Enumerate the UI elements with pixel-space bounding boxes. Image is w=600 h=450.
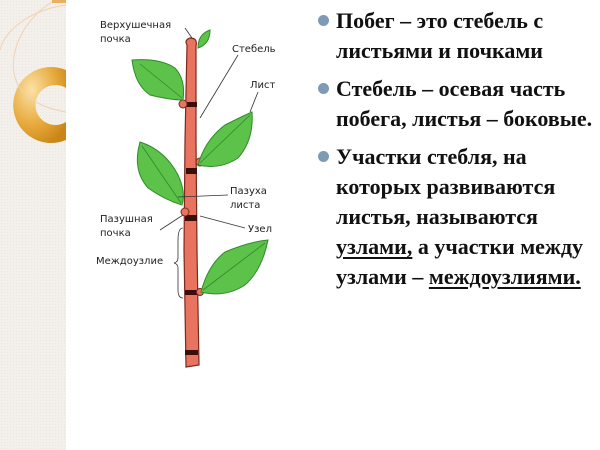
svg-text:почка: почка — [100, 228, 131, 239]
shoot-diagram: Верхушечная почка Стебель Лист Пазуха ли… — [96, 20, 276, 368]
term-nodes: узлами, — [336, 234, 413, 259]
label-node: Узел — [248, 224, 272, 235]
bullet-icon — [318, 15, 329, 26]
label-stem: Стебель — [232, 44, 276, 55]
bullet-icon — [318, 151, 329, 162]
label-leaf-axil: Пазуха — [230, 186, 267, 197]
node-band — [186, 168, 197, 174]
bullet-item: Участки стебля, на которых развиваются л… — [312, 142, 598, 292]
label-apical-bud: Верхушечная — [100, 20, 171, 31]
node-band — [185, 290, 198, 295]
decorative-ring-ornament — [0, 0, 66, 143]
node-band — [185, 215, 197, 221]
label-internode: Междоузлие — [96, 256, 163, 267]
term-internodes: междоузлиями. — [428, 264, 581, 289]
node-band — [186, 102, 197, 107]
label-axillary-bud: Пазушная — [100, 214, 153, 225]
internode-bracket — [173, 227, 184, 299]
text-content: Побег – это стебель с листьями и почками… — [312, 6, 598, 300]
bullet-icon — [318, 83, 329, 94]
apical-leaf — [197, 29, 211, 49]
node-band — [185, 350, 198, 355]
svg-text:почка: почка — [100, 34, 131, 45]
label-leaf: Лист — [250, 80, 276, 91]
bullet-item: Побег – это стебель с листьями и почками — [312, 6, 598, 66]
stem — [183, 37, 200, 368]
bullet-item: Стебель – осевая часть побега, листья – … — [312, 74, 598, 134]
leaf — [131, 59, 185, 101]
svg-text:листа: листа — [230, 200, 260, 211]
